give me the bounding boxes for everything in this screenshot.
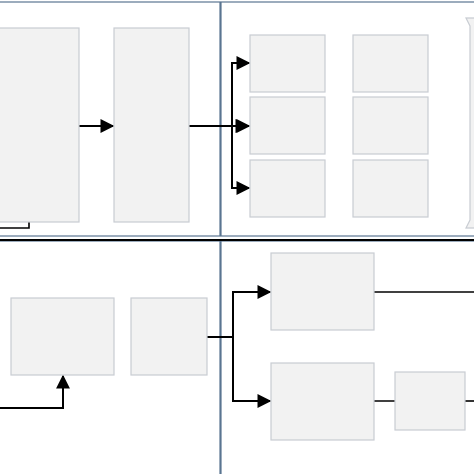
tall-box-2 xyxy=(113,27,190,223)
br-box-2 xyxy=(270,362,375,441)
panel-top-left xyxy=(0,1,221,237)
br-box-3-shape xyxy=(394,371,466,431)
br-box-1 xyxy=(270,252,375,331)
tr-col1-box-2 xyxy=(249,96,326,155)
arrow-to-br-box-2 xyxy=(232,337,272,408)
arrow-split-top xyxy=(231,56,251,126)
tr-col1-box-1 xyxy=(249,34,326,93)
panel-top-right xyxy=(220,1,474,237)
arrow-split-bottom xyxy=(231,126,251,195)
bl-box-2-shape xyxy=(130,297,208,376)
arrow-up-to-bl-box-1 xyxy=(0,374,70,409)
bl-box-1 xyxy=(10,297,115,376)
tall-box-2-shape xyxy=(113,27,190,223)
tr-col1-box-3-shape xyxy=(249,159,326,218)
arrow-to-br-box-1 xyxy=(207,285,272,338)
tr-edge-box-partial xyxy=(465,17,474,229)
tr-col2-box-3 xyxy=(352,159,429,218)
tr-col1-box-1-shape xyxy=(249,34,326,93)
bl-box-2 xyxy=(130,297,208,376)
tall-box-1 xyxy=(0,27,80,223)
br-box-3 xyxy=(394,371,466,431)
tall-box-1-shape xyxy=(0,27,80,223)
tr-col2-box-2-shape xyxy=(352,96,429,155)
br-box-2-shape xyxy=(270,362,375,441)
tr-col2-box-1 xyxy=(352,34,429,93)
tr-col2-box-3-shape xyxy=(352,159,429,218)
tr-col1-box-3 xyxy=(249,159,326,218)
tr-col2-box-2 xyxy=(352,96,429,155)
tr-col2-box-1-shape xyxy=(352,34,429,93)
connector-tall1-foot xyxy=(0,222,30,229)
tr-col1-box-2-shape xyxy=(249,96,326,155)
bl-box-1-shape xyxy=(10,297,115,376)
br-box-1-shape xyxy=(270,252,375,331)
